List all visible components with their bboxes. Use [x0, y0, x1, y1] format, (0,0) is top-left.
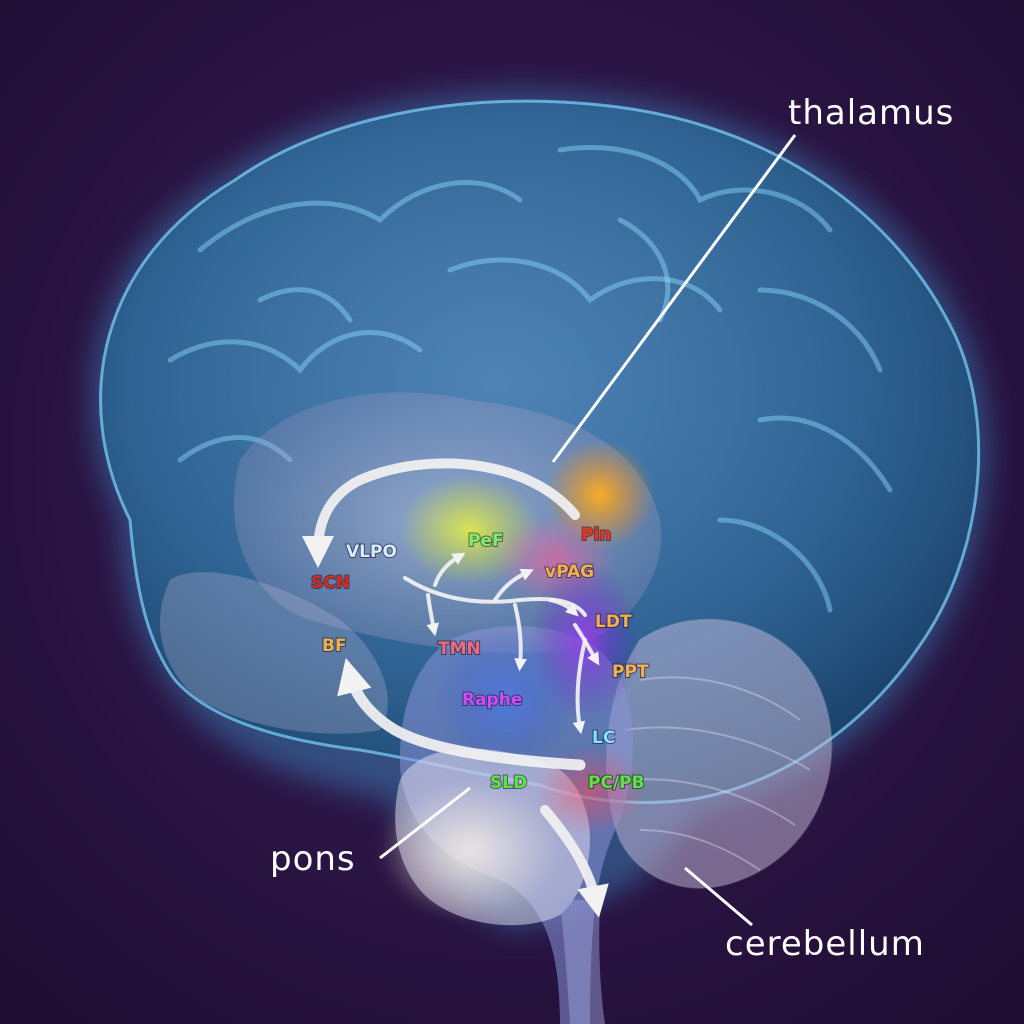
- arrow-pin-to-scn: [302, 458, 580, 568]
- cerebellum-folia: [624, 676, 811, 871]
- thalamus-callout-line: [551, 134, 797, 463]
- nucleus-sld: SLD: [490, 773, 527, 793]
- thalamus-label: thalamus: [788, 93, 954, 133]
- nucleus-tmn: TMN: [438, 639, 481, 659]
- arrow-pcpb-to-bf: [337, 657, 586, 771]
- pathway-arrows: [302, 458, 609, 918]
- arrow-to-tmn: [426, 593, 440, 637]
- arrow-to-vpag: [493, 568, 534, 602]
- spinal-cord: [560, 900, 605, 1024]
- arrow-to-ldt: [548, 598, 579, 617]
- nucleus-scn: SCN: [311, 573, 350, 593]
- arrow-to-lc: [572, 638, 587, 735]
- raphe-glow: [435, 630, 575, 770]
- nucleus-vlpo: VLPO: [346, 542, 397, 562]
- arrow-sld-down: [540, 805, 609, 918]
- cerebellum-callout-line: [684, 866, 753, 927]
- nucleus-pin: Pin: [581, 525, 611, 545]
- nucleus-ppt: PPT: [612, 662, 649, 682]
- nucleus-pef: PeF: [468, 531, 504, 551]
- temporal-lobe: [160, 572, 388, 734]
- arrow-to-ppt: [573, 623, 600, 666]
- cerebellum-label: cerebellum: [725, 924, 925, 964]
- nucleus-pcpb: PC/PB: [588, 773, 645, 793]
- nucleus-ldt: LDT: [595, 612, 632, 632]
- nucleus-lc: LC: [592, 728, 615, 748]
- pons-callout-line: [379, 786, 471, 860]
- nucleus-vpag: vPAG: [545, 562, 594, 582]
- nucleus-raphe: Raphe: [462, 690, 522, 710]
- arrow-to-raphe: [513, 603, 528, 672]
- pons-label: pons: [270, 839, 356, 879]
- arrow-to-pef: [433, 552, 466, 587]
- nucleus-bf: BF: [322, 636, 347, 656]
